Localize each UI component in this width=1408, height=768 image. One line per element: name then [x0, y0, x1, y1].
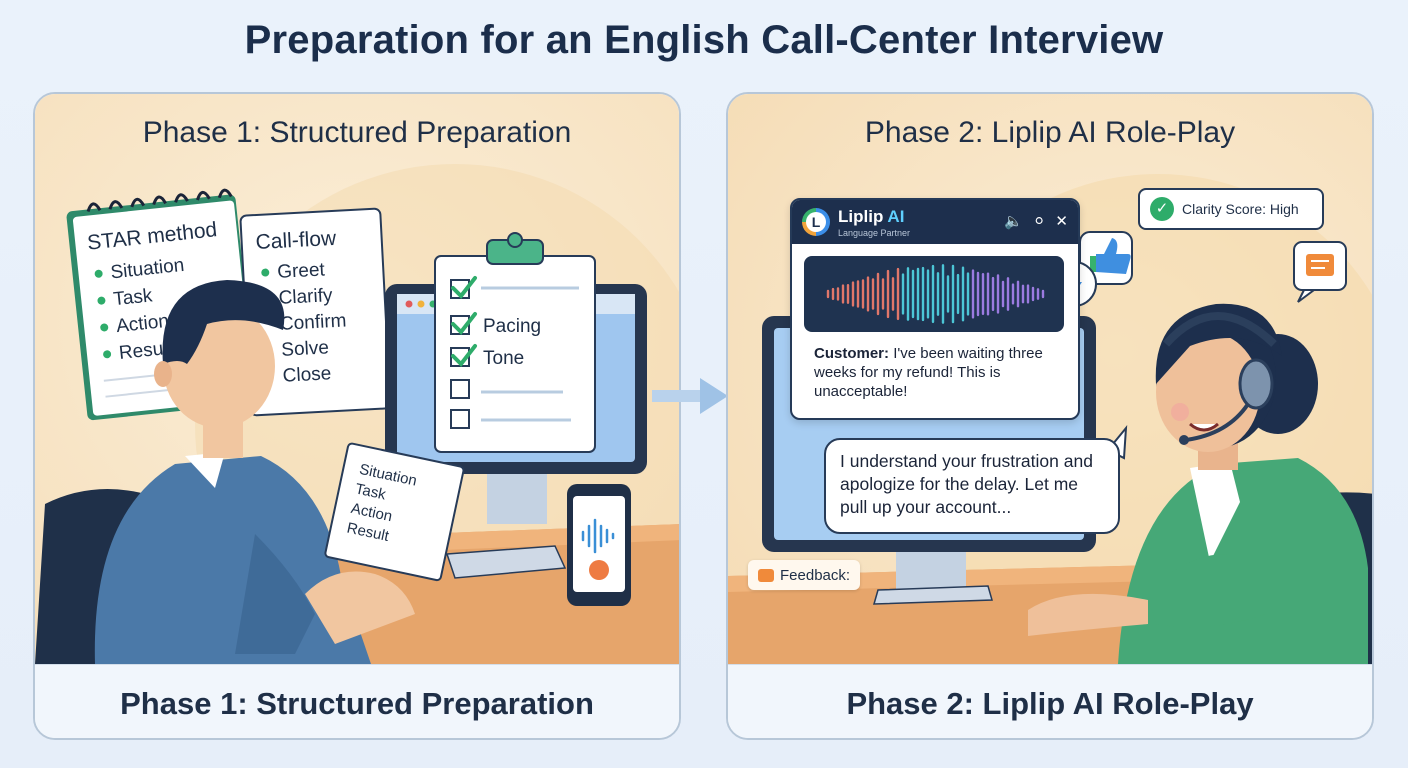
- liplip-logo-icon: [802, 208, 830, 236]
- feedback-chip[interactable]: Feedback:: [748, 560, 861, 590]
- phase2-illustration: Phase 2: Liplip AI Role-Play Liplip AI L…: [728, 94, 1372, 664]
- chat-header: Liplip AI Language Partner 🔈 ⚪ ✕: [792, 200, 1078, 244]
- phase2-heading: Phase 2: Liplip AI Role-Play: [864, 116, 1236, 149]
- clarity-score-text: Clarity Score: High: [1182, 201, 1299, 217]
- agent-reply-bubble: I understand your frustration and apolog…: [824, 438, 1120, 534]
- settings-icon[interactable]: ⚪: [1032, 213, 1046, 230]
- customer-message: Customer: I've been waiting three weeks …: [814, 344, 1074, 401]
- audio-waveform: [804, 256, 1064, 332]
- callflow-card-title: Call-flow: [255, 227, 337, 254]
- close-icon[interactable]: ✕: [1055, 213, 1068, 230]
- notebook-item-task: Task: [354, 480, 388, 503]
- chat-bubble-icon: [758, 568, 774, 582]
- clarity-score-badge: ✓ Clarity Score: High: [1138, 188, 1324, 230]
- phase2-footer: Phase 2: Liplip AI Role-Play: [728, 664, 1372, 738]
- phase2-panel: Phase 2: Liplip AI Role-Play Liplip AI L…: [726, 92, 1374, 740]
- callflow-item-solve: Solve: [281, 337, 330, 360]
- liplip-chat-window: Liplip AI Language Partner 🔈 ⚪ ✕ Custome…: [790, 198, 1080, 420]
- clipboard-item-pacing: Pacing: [483, 316, 541, 337]
- callflow-item-confirm: Confirm: [279, 310, 347, 334]
- app-name: Liplip AI: [838, 207, 905, 226]
- clipboard-item-tone: Tone: [483, 348, 524, 369]
- main-title: Preparation for an English Call-Center I…: [244, 18, 1164, 62]
- speaker-icon[interactable]: 🔈: [1004, 213, 1023, 230]
- phase1-illustration: STAR method Situation Task Action Result…: [35, 94, 679, 664]
- callflow-item-greet: Greet: [277, 259, 326, 282]
- app-subtitle: Language Partner: [838, 228, 911, 238]
- callflow-item-close: Close: [282, 363, 332, 387]
- customer-text: I've been waiting three weeks for my ref…: [814, 345, 1043, 400]
- phase1-panel: STAR method Situation Task Action Result…: [33, 92, 681, 740]
- star-item-task: Task: [112, 285, 154, 310]
- arrow-right-icon: [652, 378, 728, 414]
- feedback-label: Feedback:: [780, 566, 851, 584]
- phase1-footer: Phase 1: Structured Preparation: [35, 664, 679, 738]
- phase1-heading: Phase 1: Structured Preparation: [142, 116, 572, 149]
- customer-label: Customer:: [814, 345, 890, 362]
- check-icon: ✓: [1150, 197, 1174, 221]
- callflow-item-clarify: Clarify: [278, 285, 333, 309]
